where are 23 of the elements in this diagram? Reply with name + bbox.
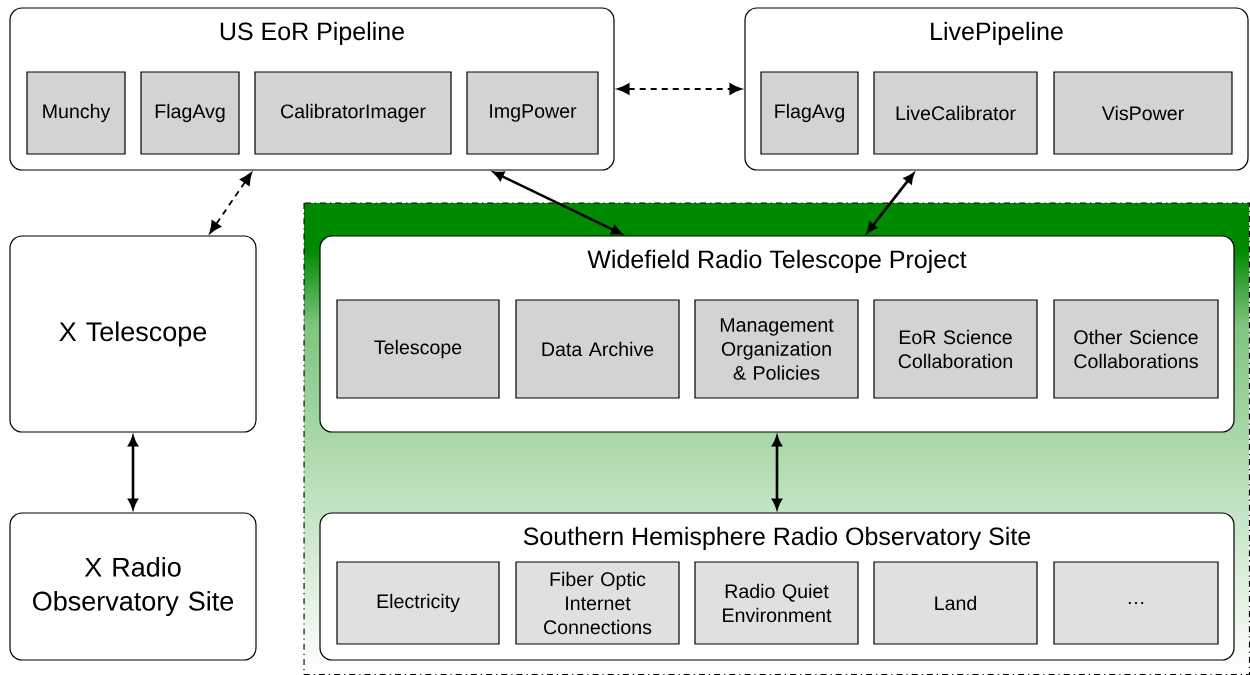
component-box: Radio Quiet Environment: [694, 561, 859, 645]
site-box: X Telescope: [9, 235, 257, 433]
component-box: EoR Science Collaboration: [873, 299, 1038, 399]
arrow: [866, 173, 915, 233]
component-box: Land: [873, 561, 1038, 645]
arrow: [209, 172, 252, 234]
component-box: VisPower: [1053, 71, 1233, 155]
component-box: CalibratorImager: [254, 71, 452, 155]
component-box: FlagAvg: [760, 71, 859, 155]
component-box: Data Archive: [515, 299, 680, 399]
arrow: [616, 83, 743, 95]
component-box: Munchy: [26, 71, 126, 155]
site-box: X Radio Observatory Site: [9, 512, 257, 661]
component-box: Management Organization & Policies: [694, 299, 859, 399]
component-box: ImgPower: [466, 71, 599, 155]
component-box: …: [1053, 561, 1219, 645]
component-box: FlagAvg: [140, 71, 240, 155]
component-box: Electricity: [336, 561, 500, 645]
arrow: [493, 171, 622, 235]
component-box: Other Science Collaborations: [1053, 299, 1219, 399]
component-box: Telescope: [336, 299, 500, 399]
component-box: LiveCalibrator: [873, 71, 1038, 155]
component-box: Fiber Optic Internet Connections: [515, 561, 680, 645]
